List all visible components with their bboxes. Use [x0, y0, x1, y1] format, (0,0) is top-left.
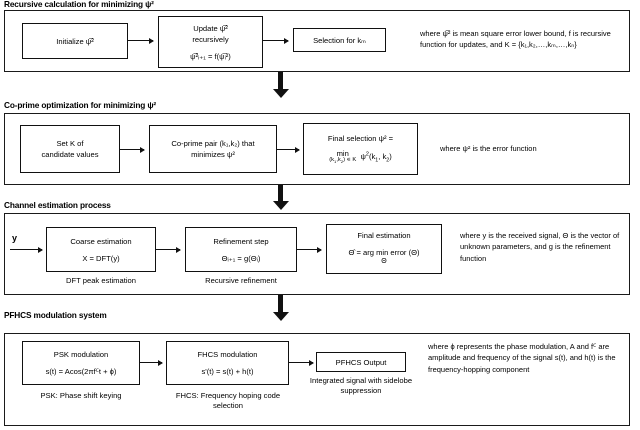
note-recursive-calculation: where ψ̅² is mean square error lower bou…: [420, 29, 611, 50]
box-selection-km[interactable]: Selection for kₘ: [293, 28, 386, 52]
box-pfhcs-output-line-1: PFHCS Output: [335, 357, 387, 367]
section-title-coprime-optimization: Co-prime optimization for minimizing ψ²: [4, 100, 157, 110]
arrow-update-to-selection: [263, 40, 288, 42]
box-final-estimation-line-2: Θ̂ = arg min error (Θ): [348, 248, 420, 258]
box-setk-line-2: candidate values: [41, 150, 99, 159]
arrow-coprime-to-final: [277, 149, 299, 151]
caption-fhcs-legend: FHCS: Frequency hoping code selection: [175, 391, 281, 411]
box-setk-line-1: Set K of: [56, 139, 84, 148]
note-channel-estimation: where y is the received signal, Θ is the…: [460, 231, 620, 263]
box-coarse-line-1: Coarse estimation: [70, 236, 132, 246]
note-coprime-optimization: where ψ² is the error function: [440, 144, 537, 153]
box-fhcs-line-2: s'(t) = s(t) + h(t): [201, 367, 254, 376]
box-psk-line-1: PSK modulation: [53, 350, 109, 359]
box-refinement-line-2: Θᵢ₊₁ = g(Θᵢ): [221, 253, 261, 263]
box-psk-modulation[interactable]: PSK modulation s(t) = Acos(2πfꟲt + ϕ): [22, 341, 140, 385]
box-set-k-candidates[interactable]: Set K of candidate values: [20, 125, 120, 173]
caption-psk-legend: PSK: Phase shift keying: [40, 391, 122, 400]
box-update-recursively[interactable]: Update ψ̅² recursively ψ̅²ᵢ₊₁ = f(ψ̅ᵢ²): [158, 16, 263, 68]
box-coarse-estimation[interactable]: Coarse estimation X = DFT(y): [46, 227, 156, 272]
section-title-recursive-calculation: Recursive calculation for minimizing ψ²: [4, 0, 154, 9]
box-fhcs-line-1: FHCS modulation: [197, 350, 258, 359]
box-final-estimation[interactable]: Final estimation Θ̂ = arg min error (Θ) …: [326, 224, 442, 274]
box-selection-line-1: Selection for kₘ: [313, 35, 366, 45]
box-fhcs-modulation[interactable]: FHCS modulation s'(t) = s(t) + h(t): [166, 341, 289, 385]
box-update-line-1: Update ψ̅²: [193, 23, 228, 33]
box-initialize-line-1: Initialize ψ̅²: [56, 36, 94, 46]
box-update-line-3: ψ̅²ᵢ₊₁ = f(ψ̅ᵢ²): [190, 51, 231, 61]
box-update-line-2: recursively: [192, 34, 229, 44]
connector-arrow-1: [272, 72, 289, 98]
caption-pfhcs-output-legend: Integrated signal with sidelobe suppress…: [309, 376, 413, 396]
arrow-coarse-to-refinement: [156, 249, 180, 251]
arrow-refinement-to-final: [297, 249, 321, 251]
min-operator: min (k1,k2) ∊ K: [329, 148, 357, 164]
box-coprime-line-1: Co-prime pair (k₁,k₂) that: [171, 139, 255, 148]
note-pfhcs-modulation: where ϕ represents the phase modulation,…: [428, 342, 616, 374]
section-title-channel-estimation: Channel estimation process: [4, 200, 111, 210]
box-final-selection[interactable]: Final selection ψ² = min (k1,k2) ∊ K ψ2(…: [303, 123, 418, 175]
box-coarse-line-2: X = DFT(y): [82, 253, 120, 263]
arrow-initialize-to-update: [128, 40, 153, 42]
connector-arrow-2: [272, 185, 289, 211]
connector-arrow-3: [272, 295, 289, 321]
box-psk-line-2: s(t) = Acos(2πfꟲt + ϕ): [45, 367, 117, 376]
arrow-y-to-coarse: [10, 249, 42, 251]
box-final-selection-line-2: min (k1,k2) ∊ K ψ2(k1, k2): [329, 148, 392, 164]
box-pfhcs-output[interactable]: PFHCS Output: [316, 352, 406, 372]
input-label-y: y: [12, 233, 18, 243]
box-refinement-step[interactable]: Refinement step Θᵢ₊₁ = g(Θᵢ): [185, 227, 297, 272]
box-final-estimation-line-1: Final estimation: [357, 231, 411, 241]
arrow-setk-to-coprime: [120, 149, 144, 151]
box-final-estimation-line-3: Θ: [381, 258, 387, 266]
caption-dft-peak-estimation: DFT peak estimation: [66, 276, 136, 285]
box-initialize[interactable]: Initialize ψ̅²: [22, 23, 128, 59]
arrow-fhcs-to-output: [289, 362, 313, 364]
caption-recursive-refinement: Recursive refinement: [205, 276, 277, 285]
box-refinement-line-1: Refinement step: [213, 236, 269, 246]
box-final-selection-line-1: Final selection ψ² =: [327, 133, 394, 143]
arrow-psk-to-fhcs: [140, 362, 162, 364]
box-coprime-pair[interactable]: Co-prime pair (k₁,k₂) that minimizes ψ²: [149, 125, 277, 173]
section-title-pfhcs-modulation: PFHCS modulation system: [4, 310, 107, 320]
box-coprime-line-2: minimizes ψ²: [191, 150, 235, 159]
